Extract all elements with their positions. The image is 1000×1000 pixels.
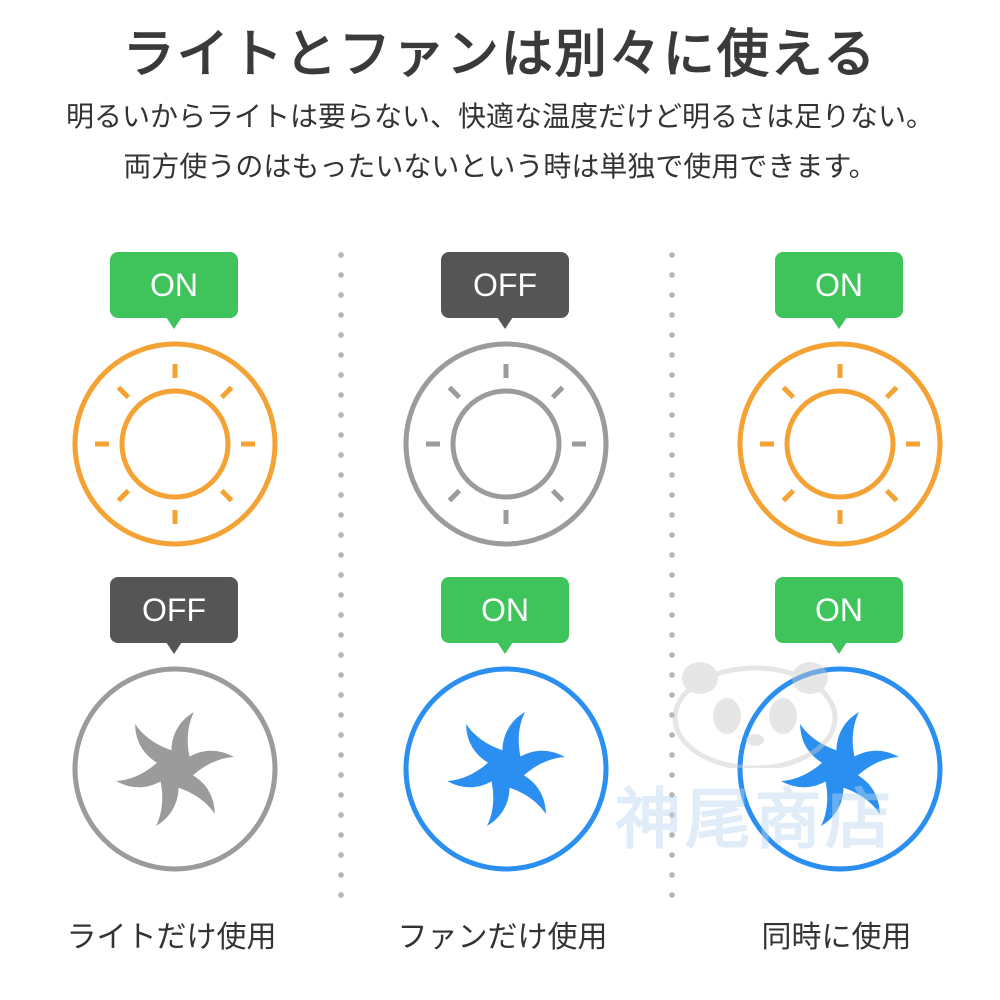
fan-icon	[72, 666, 278, 872]
fan-icon	[403, 666, 609, 872]
dotted-divider-1	[338, 245, 344, 905]
light-status-badge: OFF	[441, 252, 569, 329]
light-status-badge: ON	[775, 252, 903, 329]
description-line-2: 両方使うのはもったいないという時は単独で使用できます。	[123, 150, 877, 183]
description-line-1: 明るいからライトは要らない、快適な温度だけど明るさは足りない。	[65, 100, 934, 133]
column-light-only: ON OFF ライトだけ使用	[5, 0, 338, 1000]
fan-status-badge: ON	[775, 577, 903, 654]
sun-icon	[737, 341, 943, 547]
fan-status-badge: OFF	[110, 577, 238, 654]
dotted-divider-2	[669, 245, 675, 905]
column-both: ON ON 同時に使用	[670, 0, 1000, 1000]
column-caption: ライトだけ使用	[66, 920, 277, 955]
watermark-text: 神尾商店	[615, 781, 895, 858]
sun-icon	[403, 341, 609, 547]
shop-watermark: 神尾商店	[595, 648, 915, 878]
column-caption: ファンだけ使用	[397, 920, 608, 955]
column-fan-only: OFF ON ファンだけ使用	[336, 0, 669, 1000]
panda-logo-icon	[672, 662, 838, 768]
fan-icon	[737, 666, 943, 872]
fan-status-badge: ON	[441, 577, 569, 654]
column-caption: 同時に使用	[761, 920, 912, 955]
page-title: ライトとファンは別々に使える	[122, 25, 878, 85]
sun-icon	[72, 341, 278, 547]
light-status-badge: ON	[110, 252, 238, 329]
